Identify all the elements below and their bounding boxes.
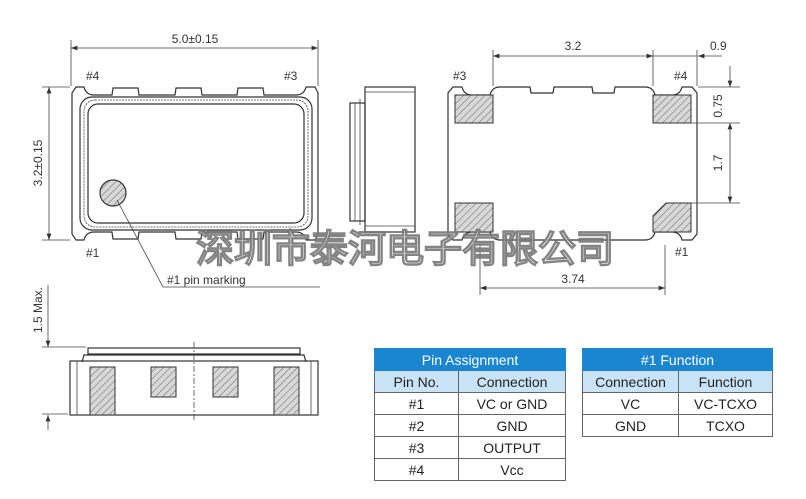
col-header: Function xyxy=(678,370,773,393)
pin4-bottom-label: #4 xyxy=(674,69,688,83)
bottom-view: 3.2 0.9 0.75 1.7 3.74 #3 #4 #1 xyxy=(447,39,740,295)
dim-pad-span: 3.74 xyxy=(561,272,585,286)
pin1-function-title: #1 Function xyxy=(582,348,773,371)
cell: VC or GND xyxy=(458,392,566,415)
cell: GND xyxy=(582,414,679,437)
cell: #4 xyxy=(374,458,459,481)
pin-assignment-title: Pin Assignment xyxy=(374,348,566,371)
pin1-marking-icon xyxy=(99,179,127,207)
front-view: 1.5 Max. xyxy=(31,285,319,430)
cell: VC xyxy=(582,392,679,415)
col-header: Connection xyxy=(582,370,679,393)
pin1-label: #1 xyxy=(86,246,100,260)
dim-pad-height: 0.75 xyxy=(711,94,725,118)
pin4-label: #4 xyxy=(86,69,100,83)
dim-max-height: 1.5 Max. xyxy=(31,287,45,333)
cell: #2 xyxy=(374,414,459,437)
cell: OUTPUT xyxy=(458,436,566,459)
cell: VC-TCXO xyxy=(678,392,773,415)
watermark: 深圳市泰河电子有限公司 xyxy=(196,227,614,271)
pin-marking-label: #1 pin marking xyxy=(167,273,246,287)
cell: GND xyxy=(458,414,566,437)
dim-top-height: 3.2±0.15 xyxy=(31,139,45,186)
top-view: 5.0±0.15 3.2±0.15 #4 #3 #1 #1 pin markin… xyxy=(31,32,320,288)
cell: Vcc xyxy=(458,458,566,481)
dim-pad-gap: 1.7 xyxy=(711,154,725,171)
col-header: Pin No. xyxy=(374,370,459,393)
dim-pad-edge: 0.9 xyxy=(710,39,727,53)
side-view xyxy=(349,86,416,233)
cell: #3 xyxy=(374,436,459,459)
col-header: Connection xyxy=(458,370,566,393)
pin3-label: #3 xyxy=(284,69,298,83)
cell: #1 xyxy=(374,392,459,415)
pin1-bottom-label: #1 xyxy=(675,245,689,259)
cell: TCXO xyxy=(678,414,773,437)
dim-pad-pitch: 3.2 xyxy=(565,39,582,53)
pin3-bottom-label: #3 xyxy=(453,69,467,83)
dim-top-width: 5.0±0.15 xyxy=(172,32,219,46)
